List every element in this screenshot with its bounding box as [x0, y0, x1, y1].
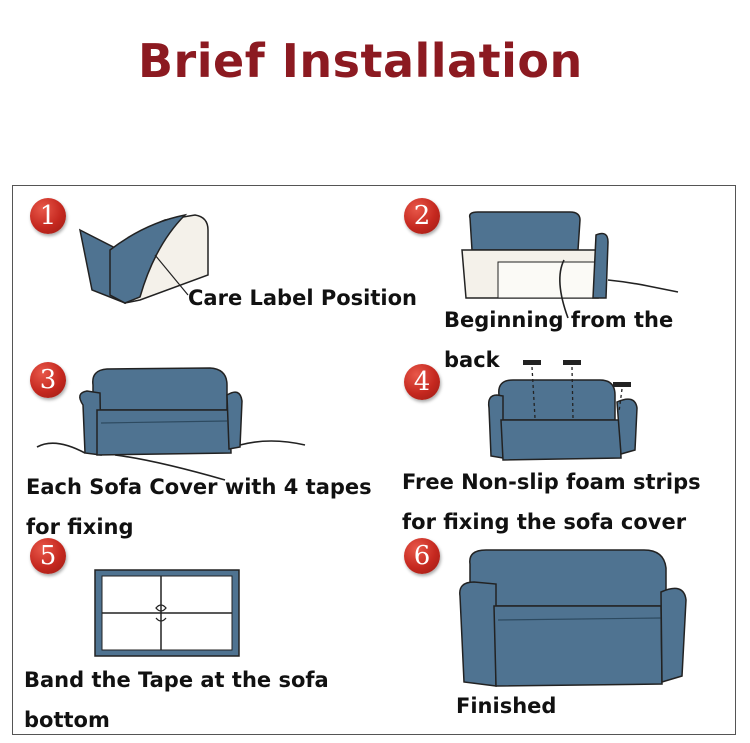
foam-strip: [613, 382, 631, 387]
step-6-caption: Finished: [456, 694, 557, 718]
step-6-number-badge: 6: [404, 538, 440, 574]
foam-strip: [563, 360, 581, 365]
step-2-illustration: [461, 211, 679, 319]
page-title: Brief Installation: [138, 34, 583, 88]
step-5-illustration: [94, 569, 240, 657]
step-2-number-badge: 2: [404, 198, 440, 234]
step-1-caption: Care Label Position: [188, 286, 417, 310]
step-4-illustration: [487, 360, 638, 461]
step-1-number-badge: 1: [30, 198, 66, 234]
step-3-illustration: [36, 367, 306, 481]
step-6-illustration: [459, 549, 687, 687]
foam-strip: [523, 360, 541, 365]
step-3-number-badge: 3: [30, 362, 66, 398]
step-1-illustration: [78, 213, 209, 305]
step-4-number-badge: 4: [404, 364, 440, 400]
instructions-frame: [12, 185, 736, 735]
step-5-number-badge: 5: [30, 538, 66, 574]
